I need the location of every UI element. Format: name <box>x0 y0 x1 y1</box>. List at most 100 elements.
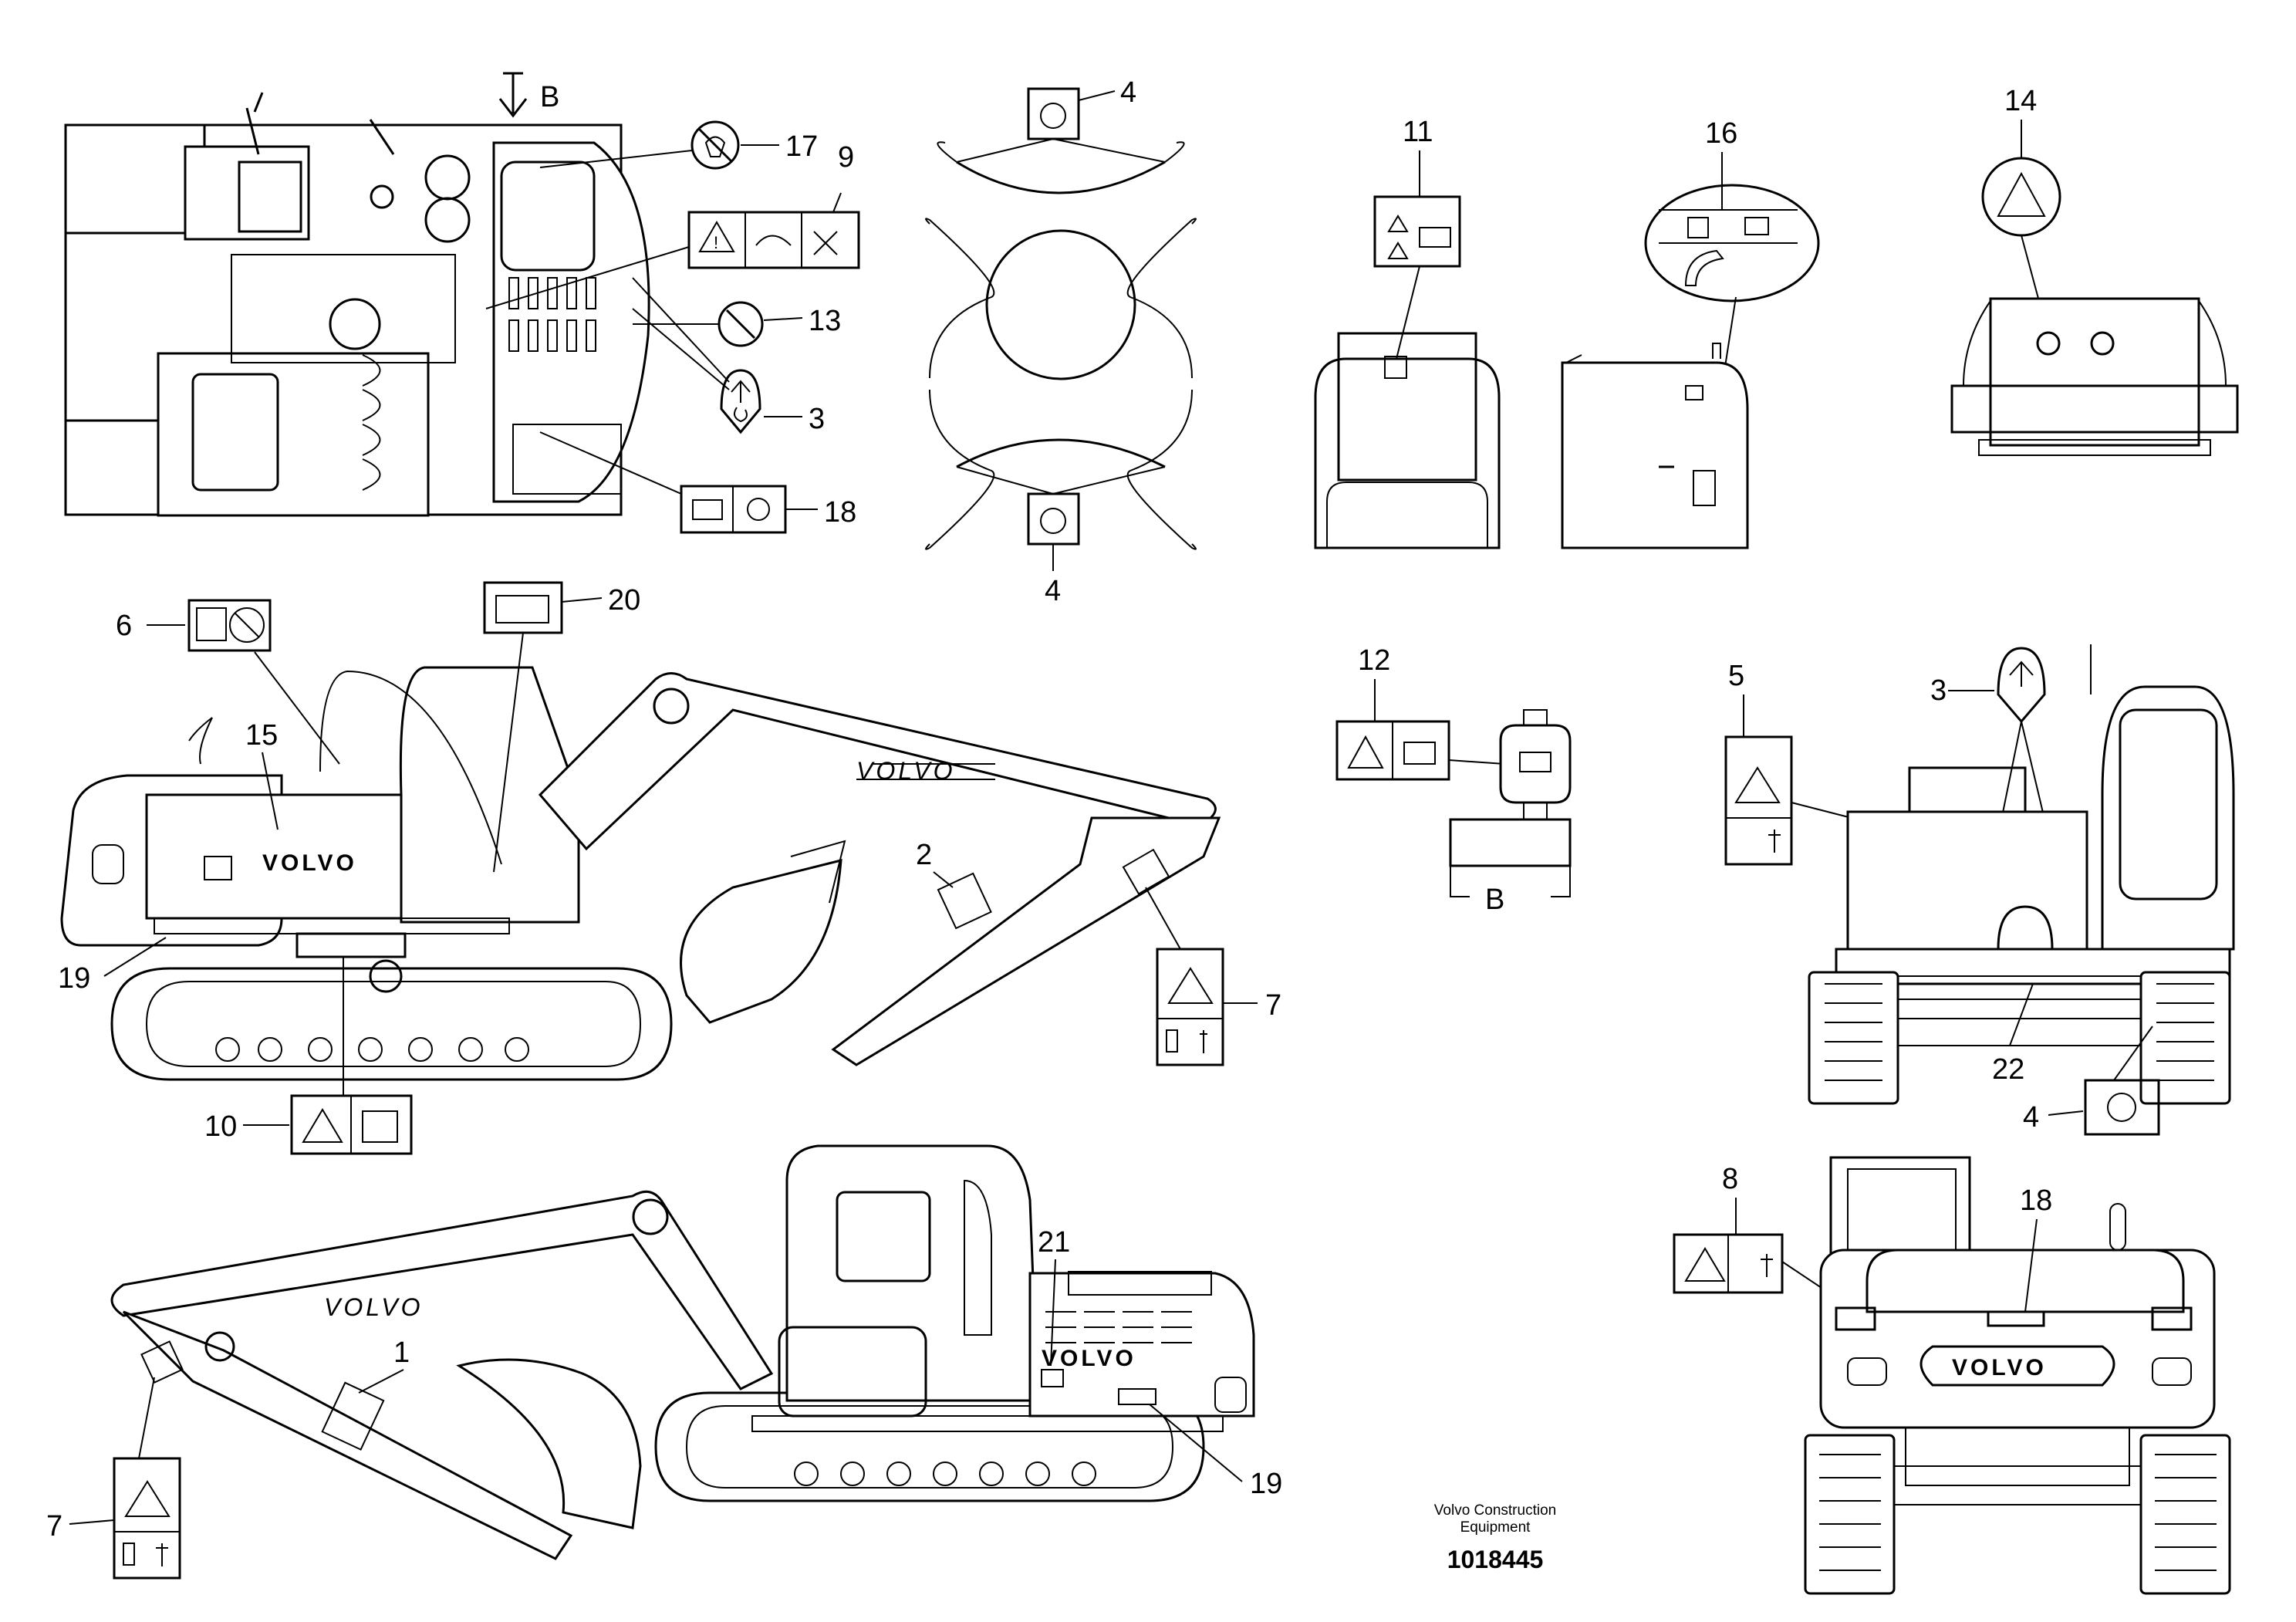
warning-triangle-icon <box>124 1480 171 1517</box>
rear-counterweight <box>1819 1249 2216 1429</box>
decal-7-right: 7 <box>1145 887 1281 1066</box>
company-name-line1: Volvo Construction <box>1434 1502 1556 1519</box>
callout-4-front: 4 <box>2023 1101 2039 1134</box>
engine-hood-b <box>1028 1272 1255 1418</box>
rear-light-left <box>1847 1357 1887 1386</box>
view-b-arrow-label: B <box>540 81 559 113</box>
track-a-rollers <box>215 1037 529 1062</box>
callout-21: 21 <box>1038 1226 1070 1259</box>
fuel-icon <box>1687 217 1709 238</box>
decal-14 <box>1981 157 2061 237</box>
top-view-louvers <box>508 277 596 352</box>
top-view-vents <box>362 354 381 491</box>
valve-base <box>1449 818 1572 867</box>
hand-icon <box>755 235 792 246</box>
company-name-line2: Equipment <box>1460 1519 1531 1536</box>
front-body <box>1846 810 2088 951</box>
panel-housing <box>1314 357 1501 549</box>
boom-logo-b: VOLVO <box>324 1293 424 1321</box>
callout-19-a: 19 <box>58 962 90 995</box>
callout-3-top: 3 <box>809 403 825 435</box>
rear-cab <box>1829 1156 1971 1259</box>
decal-7-spot-a <box>1122 848 1170 895</box>
decal-18-top: 18 <box>539 431 856 534</box>
top-view-swing-motor <box>329 298 381 350</box>
sling-diagram: 4 4 <box>925 76 1197 607</box>
top-view-hood-panel <box>500 161 596 272</box>
sling-lines-upper <box>925 218 1197 379</box>
callout-15: 15 <box>245 719 278 752</box>
fan-hazard-icon <box>813 231 838 255</box>
track-b-rollers <box>794 1461 1096 1486</box>
arm-a <box>831 816 1221 1066</box>
callout-11: 11 <box>1403 116 1433 148</box>
rear-light-right <box>2152 1357 2192 1386</box>
decal-7-spot-b <box>140 1340 184 1384</box>
detail-14: 14 <box>1950 85 2239 456</box>
lifting-hook-icon <box>1997 647 2046 724</box>
no-fire-icon <box>229 607 265 643</box>
top-view-seat <box>238 161 302 233</box>
rear-track-right <box>2139 1434 2231 1595</box>
crush-hazard-icon <box>362 1110 398 1143</box>
decal-5 <box>1724 735 1793 866</box>
callout-17: 17 <box>785 130 818 163</box>
callout-5: 5 <box>1728 660 1744 692</box>
callout-10: 10 <box>204 1110 237 1143</box>
crush-hazard-icon <box>1684 1247 1726 1282</box>
view-b-arrow <box>498 72 528 118</box>
fuel-icon <box>196 607 227 641</box>
panel-face <box>1337 332 1477 482</box>
top-view: B 17 ! 9 13 <box>64 72 860 534</box>
decal-13-no-entry: 13 <box>633 301 841 347</box>
sling-lines-lower <box>925 389 1197 550</box>
hood-b-vents <box>1045 1271 1212 1343</box>
decal-7-left: 7 <box>46 1377 181 1580</box>
battery-icon <box>495 595 549 623</box>
callout-2: 2 <box>916 839 932 871</box>
callout-16: 16 <box>1705 117 1737 150</box>
warning-triangle-icon <box>1734 766 1781 803</box>
view-b-box-label: B <box>1485 884 1504 916</box>
callout-9: 9 <box>838 141 854 174</box>
warning-triangle-icon <box>1167 967 1214 1004</box>
manual-book-icon <box>1403 742 1436 765</box>
callout-20: 20 <box>608 584 640 617</box>
decal-2-stripes <box>937 872 992 930</box>
callout-22: 22 <box>1992 1053 2024 1086</box>
callout-4-sling-bottom: 4 <box>1045 575 1061 607</box>
part-number: 1018445 <box>1447 1546 1544 1573</box>
callout-18-top: 18 <box>824 496 856 529</box>
control-valve <box>1499 724 1572 804</box>
callout-18-rear: 18 <box>2020 1184 2052 1217</box>
side-view-a: VOLVO VOLVO 6 20 15 1 <box>58 581 1281 1155</box>
manual-book-icon <box>1419 227 1451 248</box>
hood-body <box>1989 297 2200 447</box>
top-view-cab <box>184 145 310 241</box>
decal-10: 10 <box>204 1094 413 1155</box>
decal-16-magnifier <box>1644 184 1820 302</box>
brand-logo-rear: VOLVO <box>1952 1355 2047 1380</box>
top-view-swing-gear <box>231 254 456 363</box>
top-view-window <box>191 373 279 492</box>
detail-11: 11 <box>1314 116 1501 549</box>
cab-b <box>785 1144 1039 1402</box>
brand-logo-b: VOLVO <box>1042 1346 1136 1371</box>
detail-12: 12 B <box>1335 644 1572 916</box>
decal-4-bottom <box>1027 492 1080 546</box>
top-view-cab-roof <box>157 352 430 517</box>
top-view-tank-a <box>424 154 471 201</box>
indicator-icon <box>747 498 770 521</box>
callout-13: 13 <box>809 305 841 337</box>
fuel-tank <box>1561 361 1749 549</box>
top-view-counterweight-stub <box>64 419 175 516</box>
person-icon <box>1768 830 1781 853</box>
warning-triangle-icon <box>698 221 735 252</box>
rear-view: 8 18 VOLVO <box>1673 1156 2231 1595</box>
track-a <box>110 967 673 1081</box>
decal-3-lifting-point: 3 <box>632 277 825 435</box>
front-track-left <box>1808 971 1899 1105</box>
no-step-icon <box>704 136 726 157</box>
warning-triangle-icon <box>1387 215 1409 259</box>
front-cab <box>2101 685 2235 951</box>
